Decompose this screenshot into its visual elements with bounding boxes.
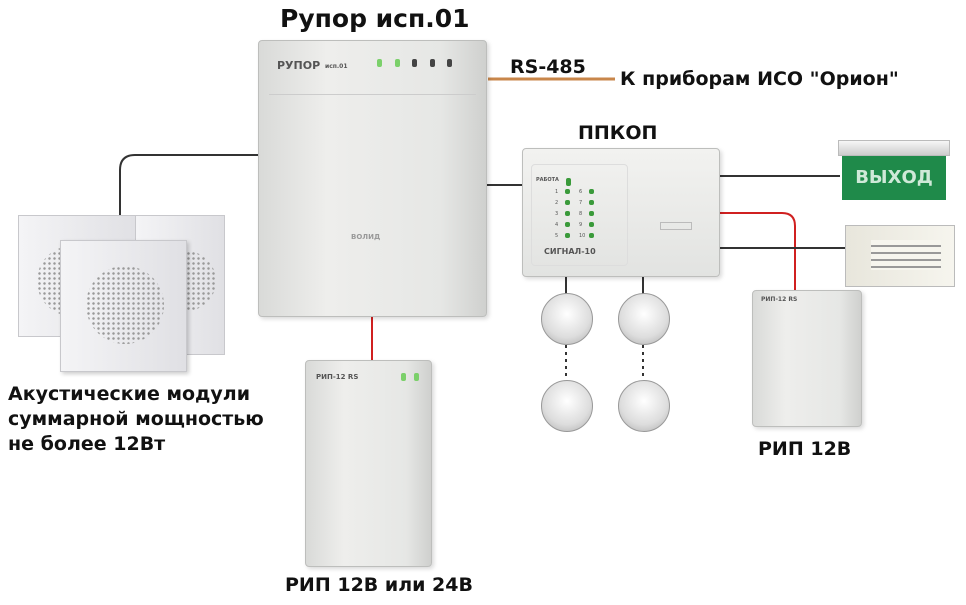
zone-led <box>565 189 570 194</box>
led <box>395 59 400 67</box>
speaker-wire <box>119 154 258 215</box>
led <box>412 59 417 67</box>
zone-number: 1 <box>555 189 559 195</box>
rip-12-right: РИП-12 RS <box>752 290 862 427</box>
rupor-model: исп.01 <box>325 63 348 70</box>
led <box>377 59 382 67</box>
led <box>430 59 435 67</box>
orion-label: К приборам ИСО "Орион" <box>620 68 899 90</box>
rs485-label: RS-485 <box>510 56 586 78</box>
speaker-grill <box>86 266 164 344</box>
zone-led <box>565 211 570 216</box>
siren-grill <box>871 240 941 270</box>
work-label: РАБОТА <box>536 177 559 183</box>
zone-number: 7 <box>579 200 583 206</box>
led <box>401 373 406 381</box>
caption-line: не более 12Вт <box>8 433 166 455</box>
led <box>414 373 419 381</box>
caption-line: суммарной мощностью <box>8 408 264 430</box>
zone-led <box>589 222 594 227</box>
zone-number: 10 <box>579 233 586 239</box>
speaker-module <box>60 240 187 372</box>
zone-number: 5 <box>555 233 559 239</box>
zone-number: 8 <box>579 211 583 217</box>
zone-led <box>589 200 594 205</box>
smoke-detector <box>618 293 670 345</box>
rip-bottom: РИП-12 RS <box>305 360 432 567</box>
zone-number: 6 <box>579 189 583 195</box>
ppkop-label: ППКОП <box>578 122 658 144</box>
zone-number: 2 <box>555 200 559 206</box>
exit-sign-text: ВЫХОД <box>842 156 946 200</box>
rupor-brand: РУПОР <box>277 59 321 72</box>
signal-10-device: РАБОТА СИГНАЛ-10 1 2 3 4 5 6 7 8 9 10 <box>522 148 720 277</box>
smoke-detector <box>541 380 593 432</box>
led <box>566 178 571 186</box>
rupor-title: Рупор исп.01 <box>280 4 470 33</box>
signal-logo <box>660 222 692 230</box>
rupor-panel: РУПОР исп.01 <box>269 49 476 95</box>
zone-led <box>565 200 570 205</box>
caption-line: Акустические модули <box>8 383 251 405</box>
rip-bottom-label: РИП 12В или 24В <box>285 574 473 596</box>
rip-right-label: РИП 12В <box>758 438 852 460</box>
power-wire-right <box>718 212 796 292</box>
zone-led <box>565 233 570 238</box>
rupor-logo: ВОЛИД <box>351 233 381 241</box>
exit-sign: ВЫХОД <box>838 140 950 205</box>
zone-led <box>565 222 570 227</box>
smoke-detector <box>618 380 670 432</box>
exit-sign-housing <box>838 140 950 156</box>
zone-led <box>589 189 594 194</box>
rip-bottom-panel: РИП-12 RS <box>316 373 359 381</box>
led <box>447 59 452 67</box>
signal-panel: РАБОТА СИГНАЛ-10 <box>531 164 628 266</box>
zone-led <box>589 211 594 216</box>
smoke-detector <box>541 293 593 345</box>
zone-number: 9 <box>579 222 583 228</box>
rupor-device: РУПОР исп.01 ВОЛИД <box>258 40 487 317</box>
zone-led <box>589 233 594 238</box>
signal-device-name: СИГНАЛ-10 <box>544 247 596 256</box>
zone-number: 4 <box>555 222 559 228</box>
siren <box>845 225 955 287</box>
rip-right-panel: РИП-12 RS <box>761 296 798 303</box>
zone-number: 3 <box>555 211 559 217</box>
speakers-caption: Акустические модули суммарной мощностью … <box>8 382 264 457</box>
